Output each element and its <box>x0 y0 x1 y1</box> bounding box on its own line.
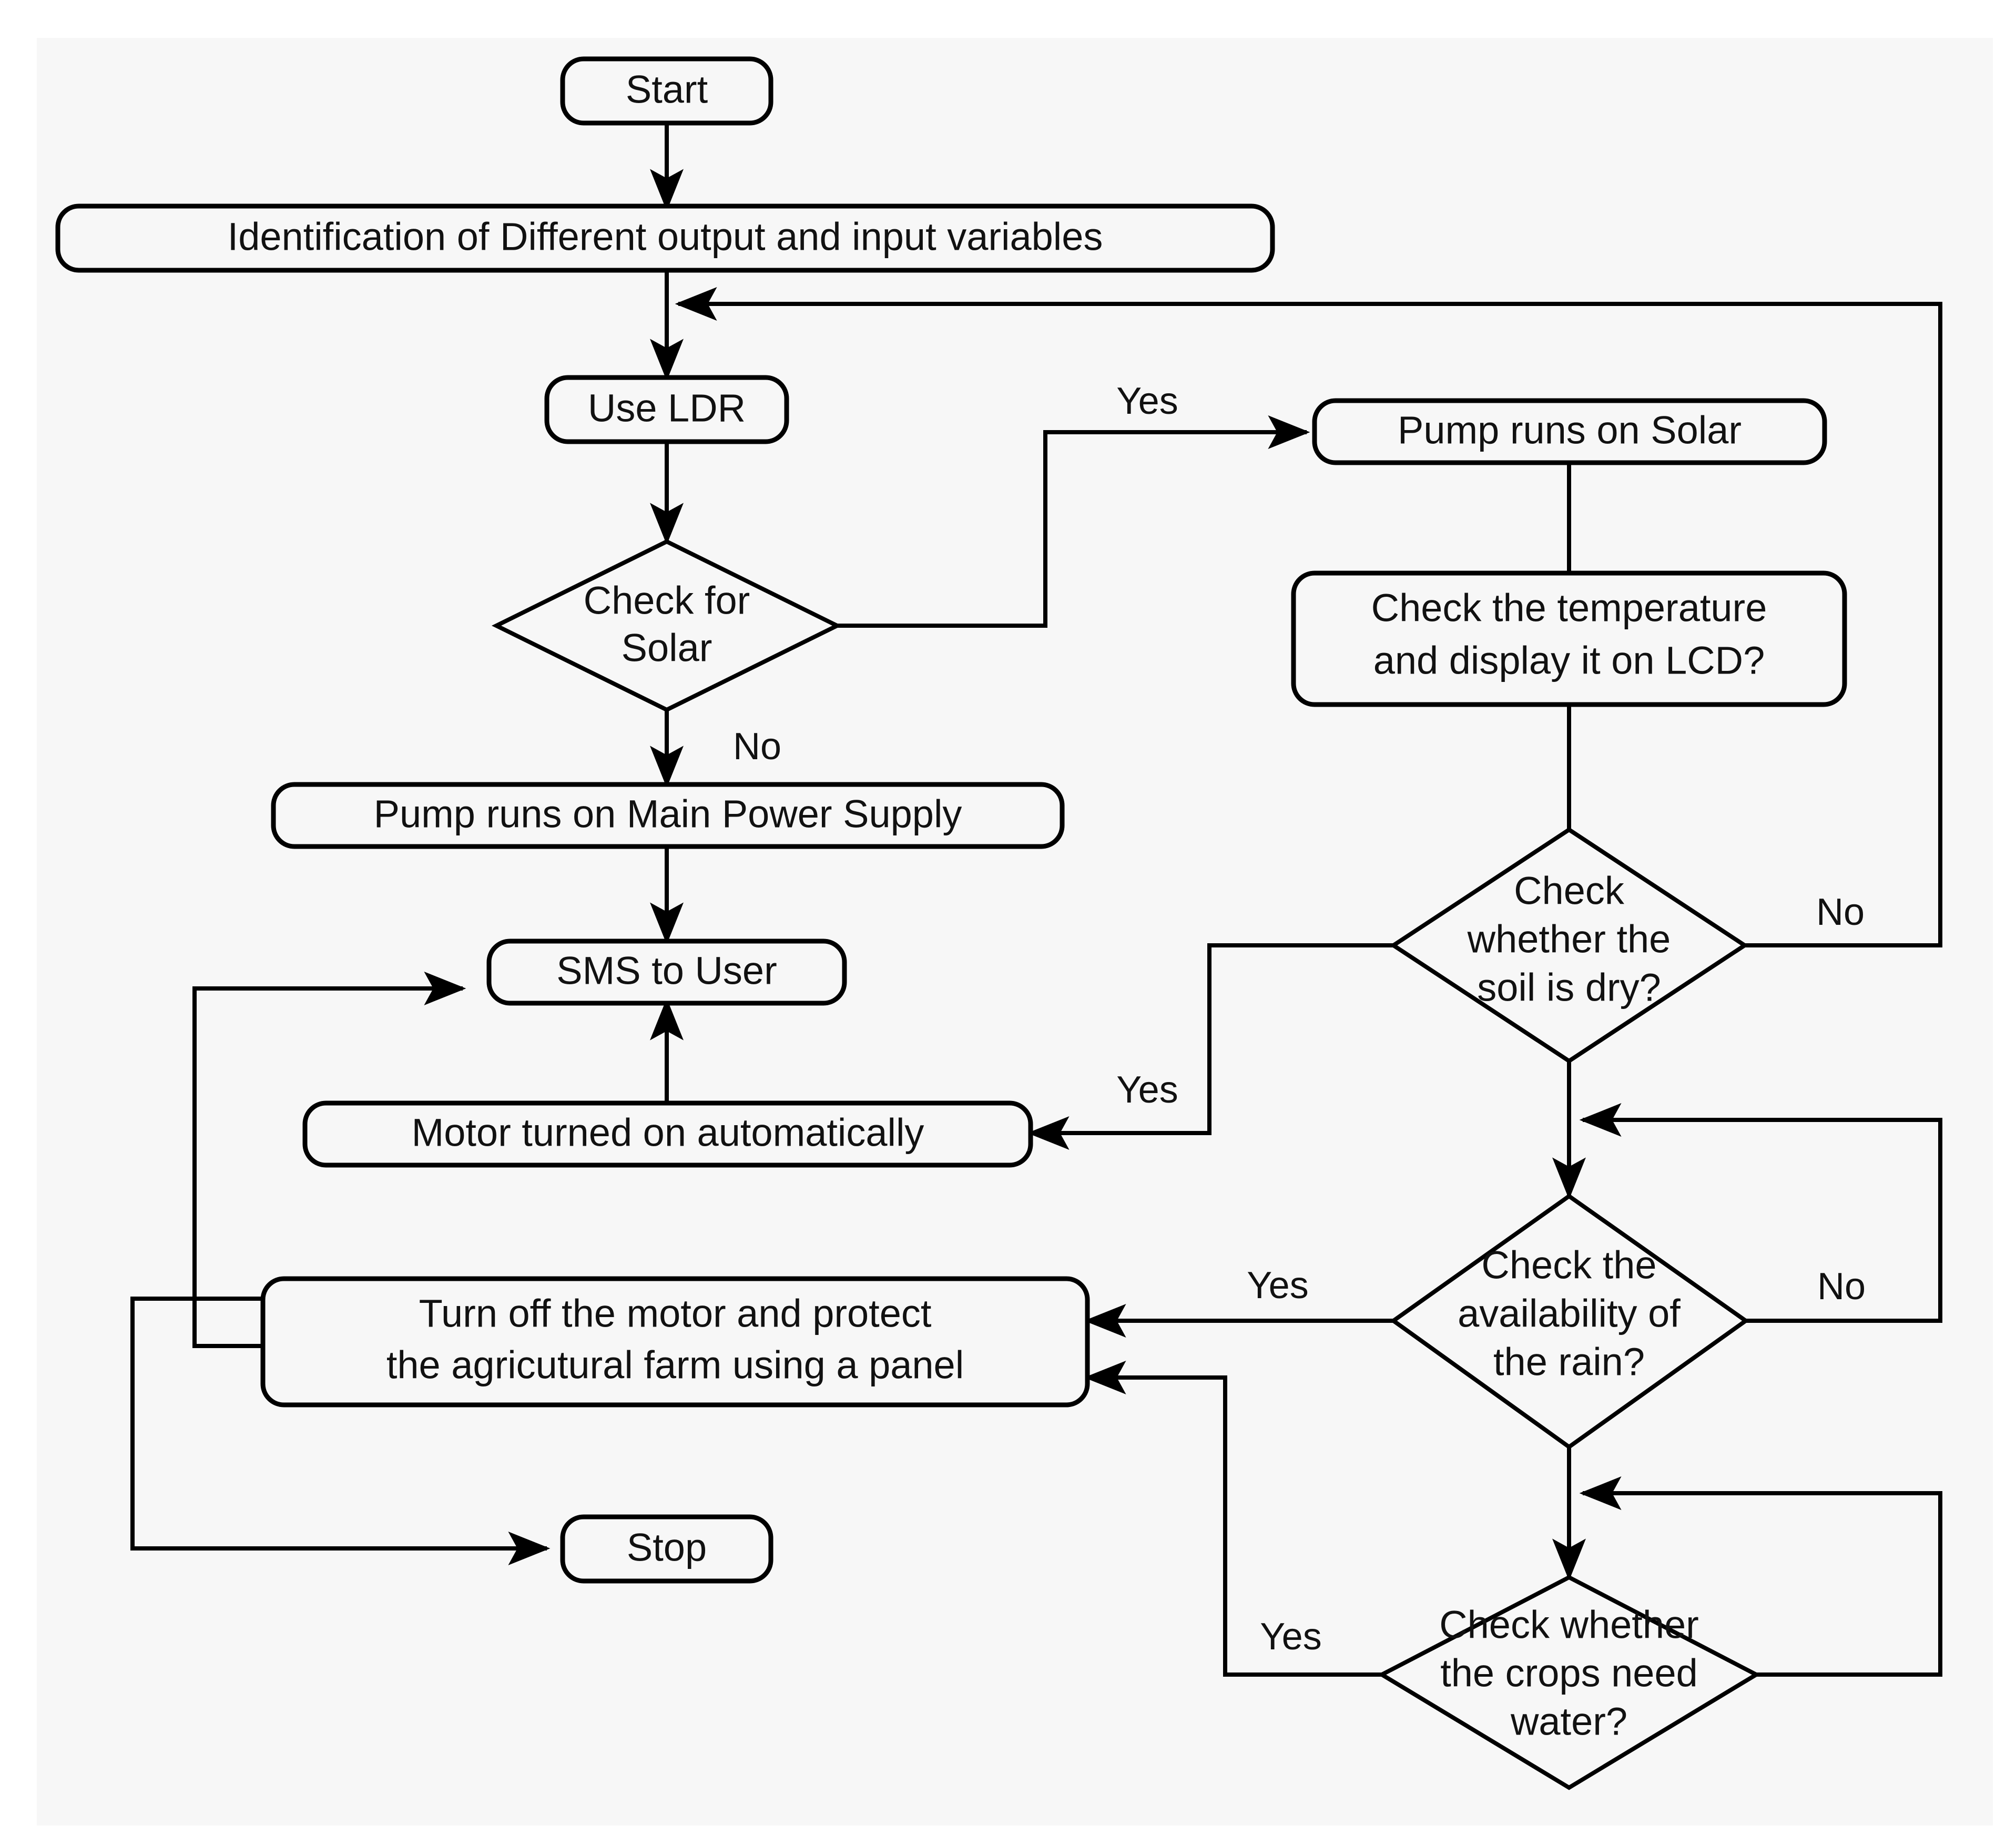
node-check-temperature[interactable]: Check the temperature and display it on … <box>1291 570 1847 707</box>
node-check-for-solar[interactable]: Check for Solar <box>491 539 842 712</box>
node-check-crops-label-line3: water? <box>1510 1700 1627 1743</box>
edge-rain-no-loopback <box>1579 1103 1942 1323</box>
node-check-soil-dry-label-line2: whether the <box>1467 917 1671 961</box>
node-turn-off-motor-label-line2: the agricutural farm using a panel <box>386 1343 964 1387</box>
node-check-temperature-label-line2: and display it on LCD? <box>1373 639 1765 682</box>
edge-label-solar-no: No <box>733 726 781 768</box>
node-check-soil-dry[interactable]: Check whether the soil is dry? <box>1389 827 1749 1064</box>
edge-label-solar-yes: Yes <box>1116 380 1178 422</box>
node-check-crops-label-line2: the crops need <box>1440 1651 1698 1695</box>
node-check-soil-dry-label-line1: Check <box>1514 869 1625 913</box>
edge-turnoff-to-stop <box>130 1297 551 1565</box>
edge-label-soil-yes: Yes <box>1116 1069 1178 1111</box>
node-check-for-solar-label-line1: Check for <box>584 579 750 623</box>
node-check-rain-label-line2: availability of <box>1458 1292 1681 1335</box>
node-start-label: Start <box>626 68 708 111</box>
node-motor-turned-on-label: Motor turned on automatically <box>412 1111 924 1155</box>
node-check-soil-dry-label-line3: soil is dry? <box>1477 966 1661 1009</box>
edge-turnoff-to-sms <box>192 972 466 1348</box>
node-check-rain[interactable]: Check the availability of the rain? <box>1390 1194 1749 1450</box>
node-check-rain-label-line3: the rain? <box>1493 1340 1645 1384</box>
node-identification[interactable]: Identification of Different output and i… <box>55 203 1275 273</box>
node-stop[interactable]: Stop <box>560 1514 773 1584</box>
node-identification-label: Identification of Different output and i… <box>228 215 1103 259</box>
node-check-temperature-label-line1: Check the temperature <box>1371 586 1767 630</box>
node-pump-runs-on-solar[interactable]: Pump runs on Solar <box>1312 398 1827 465</box>
edge-label-rain-no: No <box>1817 1266 1866 1308</box>
edge-crops-yes-to-turnoff <box>1084 1361 1382 1677</box>
node-check-for-solar-label-line2: Solar <box>622 626 712 670</box>
node-check-crops-label-line1: Check whether <box>1439 1603 1699 1647</box>
node-use-ldr[interactable]: Use LDR <box>544 375 789 444</box>
node-pump-runs-on-main-power[interactable]: Pump runs on Main Power Supply <box>271 782 1065 849</box>
edge-label-soil-no: No <box>1816 891 1865 933</box>
edge-soildry-yes-to-motoron <box>1027 943 1393 1150</box>
edge-label-crops-yes: Yes <box>1260 1616 1321 1658</box>
edge-checksolar-yes-to-pumpsolar <box>837 415 1310 628</box>
node-start[interactable]: Start <box>560 56 773 126</box>
node-pump-runs-on-main-power-label: Pump runs on Main Power Supply <box>374 792 962 836</box>
node-sms-to-user-label: SMS to User <box>556 949 777 993</box>
edge-soildry-no-loopback <box>675 287 1942 947</box>
edge-label-rain-yes: Yes <box>1247 1264 1308 1307</box>
node-use-ldr-label: Use LDR <box>588 386 746 430</box>
node-turn-off-motor-label-line1: Turn off the motor and protect <box>419 1292 932 1335</box>
node-sms-to-user[interactable]: SMS to User <box>486 939 847 1006</box>
node-turn-off-motor[interactable]: Turn off the motor and protect the agric… <box>260 1276 1090 1408</box>
node-pump-runs-on-solar-label: Pump runs on Solar <box>1398 409 1742 452</box>
node-motor-turned-on[interactable]: Motor turned on automatically <box>302 1100 1033 1168</box>
node-stop-label: Stop <box>627 1526 707 1569</box>
edge-crops-right-loopback <box>1579 1476 1942 1677</box>
node-check-rain-label-line1: Check the <box>1481 1243 1656 1287</box>
node-check-crops-need-water[interactable]: Check whether the crops need water? <box>1377 1575 1761 1790</box>
